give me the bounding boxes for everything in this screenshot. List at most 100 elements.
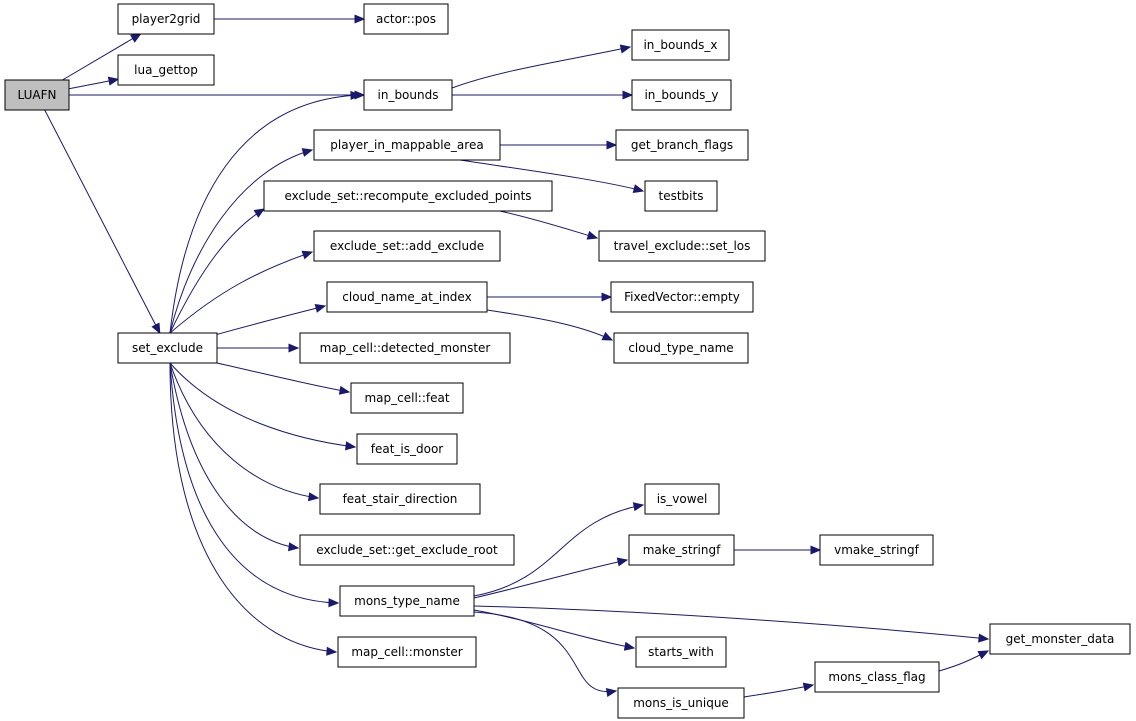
node-mons_is_unique-label: mons_is_unique	[633, 696, 729, 710]
node-feat_stair_direction-box	[319, 483, 481, 515]
node-feat_is_door[interactable]: feat_is_door	[356, 433, 458, 465]
edge-set_exclude-to-feat_is_door	[169, 362, 357, 451]
node-mons_is_unique[interactable]: mons_is_unique	[617, 687, 745, 719]
node-in_bounds_y-label: in_bounds_y	[644, 88, 718, 102]
edge-player_in_mappable_area-to-get_branch_flags-arrowhead	[606, 140, 618, 150]
node-get_monster_data-box	[989, 623, 1131, 655]
node-get_exclude_root-box	[299, 534, 515, 566]
edge-mons_type_name-to-get_monster_data-arrowhead	[978, 633, 990, 643]
node-lua_gettop-box	[117, 54, 215, 86]
edge-mons_type_name-to-get_monster_data	[473, 605, 990, 643]
node-get_exclude_root[interactable]: exclude_set::get_exclude_root	[299, 534, 515, 566]
edge-mons_type_name-to-is_vowel-arrowhead	[632, 502, 645, 512]
node-luafn-box	[4, 79, 70, 111]
node-vmake_stringf-label: vmake_stringf	[834, 543, 919, 557]
edge-set_exclude-to-detected_monster	[217, 343, 300, 353]
node-get_monster_data[interactable]: get_monster_data	[989, 623, 1131, 655]
node-cloud_type_name[interactable]: cloud_type_name	[613, 332, 749, 364]
node-travel_exclude_set_los-box	[598, 230, 766, 262]
node-travel_exclude_set_los[interactable]: travel_exclude::set_los	[598, 230, 766, 262]
node-player_in_mappable_area[interactable]: player_in_mappable_area	[313, 129, 501, 161]
node-player2grid[interactable]: player2grid	[117, 3, 215, 35]
node-mons_class_flag[interactable]: mons_class_flag	[814, 661, 940, 693]
edge-mons_type_name-to-mons_is_unique	[473, 611, 618, 698]
node-add_exclude[interactable]: exclude_set::add_exclude	[313, 230, 501, 262]
node-cloud_name_at_index[interactable]: cloud_name_at_index	[326, 281, 488, 313]
edge-set_exclude-to-get_exclude_root	[169, 362, 300, 552]
edge-mons_type_name-to-starts_with	[473, 609, 636, 651]
edge-set_exclude-to-recompute_excluded_points	[169, 208, 266, 334]
node-detected_monster-label: map_cell::detected_monster	[320, 341, 491, 355]
edge-set_exclude-to-player_in_mappable_area-line	[169, 149, 313, 334]
edge-luafn-to-set_exclude-line	[44, 109, 161, 334]
node-recompute_excluded_points-label: exclude_set::recompute_excluded_points	[284, 189, 531, 203]
node-in_bounds_x[interactable]: in_bounds_x	[631, 29, 730, 61]
edge-in_bounds-to-in_bounds_y	[452, 90, 634, 100]
edge-mons_type_name-to-starts_with-arrowhead	[623, 641, 636, 651]
node-player2grid-box	[117, 3, 215, 35]
node-actor_pos[interactable]: actor::pos	[363, 3, 449, 35]
edge-player_in_mappable_area-to-testbits	[459, 159, 645, 194]
edge-in_bounds-to-in_bounds_y-arrowhead	[622, 90, 634, 100]
node-mons_type_name[interactable]: mons_type_name	[339, 585, 475, 617]
node-set_exclude[interactable]: set_exclude	[117, 332, 218, 364]
edge-make_stringf-to-vmake_stringf-arrowhead	[810, 545, 822, 555]
node-recompute_excluded_points-box	[263, 180, 553, 212]
edge-recompute_excluded_points-to-travel_exclude_set_los-line	[499, 210, 598, 239]
node-map_cell_feat-label: map_cell::feat	[364, 391, 449, 405]
node-starts_with-box	[635, 636, 727, 668]
node-feat_stair_direction[interactable]: feat_stair_direction	[319, 483, 481, 515]
edge-set_exclude-to-feat_stair_direction-arrowhead	[307, 492, 320, 502]
node-detected_monster[interactable]: map_cell::detected_monster	[299, 332, 511, 364]
edge-set_exclude-to-mons_type_name-line	[169, 362, 339, 604]
edge-set_exclude-to-cloud_name_at_index	[214, 303, 327, 336]
edge-mons_class_flag-to-get_monster_data-arrowhead	[977, 650, 990, 660]
node-lua_gettop-label: lua_gettop	[134, 63, 198, 77]
edge-mons_type_name-to-is_vowel-line	[473, 504, 644, 597]
node-luafn[interactable]: LUAFN	[4, 79, 70, 111]
edge-set_exclude-to-cloud_name_at_index-arrowhead	[314, 303, 327, 313]
node-player2grid-label: player2grid	[132, 12, 201, 26]
node-mons_is_unique-box	[617, 687, 745, 719]
node-fixedvector_empty-label: FixedVector::empty	[624, 290, 740, 304]
edge-set_exclude-to-add_exclude-arrowhead	[301, 250, 314, 260]
node-cloud_type_name-label: cloud_type_name	[628, 341, 733, 355]
edge-mons_type_name-to-get_monster_data-line	[473, 605, 989, 640]
edge-recompute_excluded_points-to-travel_exclude_set_los	[499, 210, 599, 240]
node-get_exclude_root-label: exclude_set::get_exclude_root	[316, 543, 498, 557]
node-in_bounds-label: in_bounds	[378, 88, 439, 102]
node-in_bounds_x-label: in_bounds_x	[643, 38, 717, 52]
edge-mons_type_name-to-mons_is_unique-line	[473, 611, 617, 693]
node-testbits[interactable]: testbits	[644, 180, 718, 212]
node-is_vowel[interactable]: is_vowel	[644, 483, 720, 515]
edge-in_bounds-to-in_bounds_x	[451, 44, 632, 89]
node-luafn-label: LUAFN	[18, 88, 57, 102]
node-get_branch_flags[interactable]: get_branch_flags	[615, 129, 749, 161]
node-in_bounds[interactable]: in_bounds	[363, 79, 453, 111]
node-add_exclude-label: exclude_set::add_exclude	[330, 239, 484, 253]
edge-luafn-to-player2grid-line	[62, 33, 141, 81]
node-vmake_stringf[interactable]: vmake_stringf	[819, 534, 934, 566]
edge-set_exclude-to-recompute_excluded_points-arrowhead	[253, 208, 266, 218]
edge-luafn-to-lua_gettop-arrowhead	[107, 76, 120, 86]
edge-luafn-to-in_bounds	[69, 90, 366, 100]
node-recompute_excluded_points[interactable]: exclude_set::recompute_excluded_points	[263, 180, 553, 212]
edge-mons_class_flag-to-get_monster_data	[938, 650, 990, 672]
edge-set_exclude-to-feat_stair_direction	[169, 362, 320, 502]
edge-set_exclude-to-mons_type_name-arrowhead	[328, 598, 340, 608]
node-map_cell_monster[interactable]: map_cell::monster	[337, 636, 477, 668]
node-in_bounds_y[interactable]: in_bounds_y	[631, 79, 732, 111]
node-add_exclude-box	[313, 230, 501, 262]
node-map_cell_feat[interactable]: map_cell::feat	[350, 382, 464, 414]
node-feat_stair_direction-label: feat_stair_direction	[343, 492, 458, 506]
node-starts_with[interactable]: starts_with	[635, 636, 727, 668]
edge-luafn-to-lua_gettop	[68, 76, 120, 90]
node-set_exclude-label: set_exclude	[132, 341, 203, 355]
node-lua_gettop[interactable]: lua_gettop	[117, 54, 215, 86]
node-make_stringf[interactable]: make_stringf	[628, 534, 735, 566]
node-actor_pos-box	[363, 3, 449, 35]
edge-set_exclude-to-in_bounds	[169, 90, 362, 334]
node-fixedvector_empty[interactable]: FixedVector::empty	[610, 281, 754, 313]
edge-luafn-to-player2grid	[62, 33, 142, 81]
